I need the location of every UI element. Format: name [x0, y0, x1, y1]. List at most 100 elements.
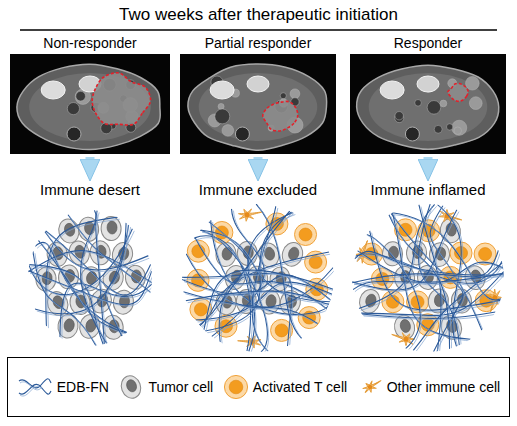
immune-cell-body [390, 329, 416, 348]
t-cell-nucleus [229, 380, 243, 394]
response-heading: Responder [350, 34, 506, 52]
fibronectin-fiber [81, 210, 107, 343]
tumor-cell-nucleus [63, 318, 75, 332]
fibronectin-fiber [394, 215, 503, 302]
fibronectin-fiber [184, 274, 293, 348]
mri-image [180, 54, 336, 154]
mri-kidney [417, 76, 439, 92]
legend-fiber [19, 379, 51, 388]
mri-panel: Non-responder [10, 34, 170, 154]
mri-bowel [215, 109, 230, 124]
legend-item: EDB-FN [17, 373, 109, 401]
fibronectin-fiber [353, 273, 504, 290]
tumor-cell [406, 240, 428, 265]
mri-bowel [290, 89, 300, 99]
fibronectin-fiber [107, 225, 128, 339]
t-cell-body [382, 291, 404, 313]
t-cell-nucleus [194, 303, 207, 316]
fibronectin-fiber [35, 253, 98, 347]
tumor-cell-nucleus [107, 221, 117, 234]
immune-cell-nucleus [367, 384, 373, 390]
fibronectin-fiber [357, 253, 506, 277]
tumor-cell-nucleus [399, 319, 411, 334]
mri-panel: Responder [350, 34, 506, 154]
t-cell-nucleus [479, 248, 492, 261]
tumor-cell [119, 373, 145, 401]
fibronectin-mesh [28, 210, 154, 348]
mri-bowel [395, 112, 403, 120]
flow-arrow [254, 157, 263, 159]
fibronectin-mesh [352, 204, 506, 353]
mri-background [350, 54, 506, 154]
fibronectin-fiber [355, 275, 506, 292]
mri-spine [235, 127, 249, 141]
legend-fiber [20, 386, 42, 396]
tumor-group [352, 204, 506, 353]
t-cell-nucleus [299, 228, 312, 241]
mri-body [357, 65, 499, 149]
mri-bowel [466, 76, 480, 90]
mri-kidney [210, 81, 234, 99]
immune-cell [238, 206, 263, 222]
legend-fiber [20, 382, 42, 390]
mri-bowel [222, 125, 234, 137]
legend-label: Other immune cell [387, 378, 501, 396]
fibronectin-fiber [106, 223, 126, 337]
t-cell [224, 375, 247, 398]
mri-bowel [427, 101, 441, 115]
fibronectin-fiber [391, 217, 452, 351]
response-heading: Partial responder [180, 34, 336, 52]
fibronectin-fiber [394, 215, 472, 342]
legend-box: EDB-FNTumor cellActivated T cellOther im… [7, 357, 510, 417]
mri-abdomen [29, 73, 151, 141]
mri-bowel [446, 124, 452, 130]
immune-cell-body [361, 376, 383, 395]
legend-symbol [17, 373, 53, 401]
legend-label: EDB-FN [57, 378, 109, 396]
fibronectin-fiber [82, 212, 109, 345]
t-cell-body [298, 307, 320, 329]
mri-background [10, 54, 170, 154]
mri-kidney [41, 81, 65, 99]
fibronectin-fiber [188, 292, 331, 306]
tumor-schematic: Immune desert [20, 181, 160, 353]
mri-scan [17, 64, 160, 149]
tumor-region [263, 101, 298, 131]
flow-arrow [424, 157, 433, 159]
tumor-cell-nucleus [263, 246, 276, 261]
immune-cell [361, 376, 383, 395]
tumor-cell-body [101, 216, 122, 241]
fibronectin-fiber [68, 214, 151, 292]
legend-symbol [223, 373, 249, 401]
mri-abdomen [199, 73, 318, 141]
fibronectin-fiber [393, 215, 464, 353]
fibronectin-fiber [199, 211, 290, 325]
fibronectin-fiber [47, 234, 151, 272]
fibronectin-fiber [47, 233, 152, 296]
mri-bowel [415, 100, 422, 107]
fibronectin-fiber [205, 212, 292, 331]
fibronectin-fiber [70, 216, 153, 294]
mri-bowel [67, 103, 79, 115]
mri-background [180, 54, 336, 154]
tumor-group [182, 204, 335, 353]
mri-bowel [454, 127, 462, 135]
phenotype-heading: Immune desert [20, 181, 160, 199]
mri-abdomen [369, 73, 488, 141]
legend-label: Tumor cell [148, 378, 213, 396]
mri-kidney [380, 81, 404, 99]
t-cell [295, 224, 317, 246]
legend-symbol [357, 373, 383, 401]
mri-image [10, 54, 170, 154]
flow-arrow [86, 157, 95, 159]
tumor-illustration [348, 201, 508, 353]
tumor-cell-body [406, 240, 428, 265]
fibronectin-mesh [182, 204, 335, 353]
mri-bowel [76, 91, 86, 101]
phenotype-heading: Immune excluded [178, 181, 338, 199]
title-rule [20, 29, 497, 31]
mri-bowel [434, 125, 442, 133]
tumor-region [92, 73, 150, 125]
mri-scan [357, 65, 499, 149]
t-cell [298, 307, 320, 329]
